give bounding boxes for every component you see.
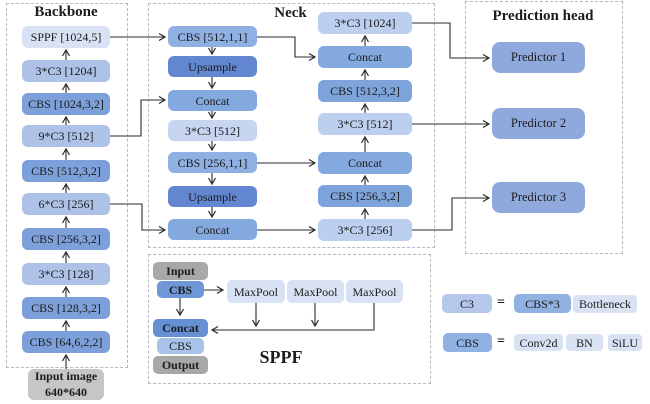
legend-equals-2: = [497, 334, 505, 349]
neck-left-concat-2: Concat [168, 219, 257, 240]
backbone-node-c3-256: 6*C3 [256] [22, 193, 110, 215]
neck-left-c3-512: 3*C3 [512] [168, 120, 257, 141]
neck-right-concat-2: Concat [318, 152, 412, 174]
legend-bn-box: BN [566, 334, 603, 351]
neck-right-cbs-512: CBS [512,3,2] [318, 80, 412, 102]
legend-conv2d-box: Conv2d [514, 334, 563, 351]
backbone-node-cbs-128: CBS [128,3,2] [22, 297, 110, 319]
sppf-input-node: Input [153, 262, 208, 280]
predictor-3: Predictor 3 [492, 182, 585, 213]
sppf-concat-node: Concat [153, 319, 208, 337]
backbone-node-cbs-1024: CBS [1024,3,2] [22, 93, 110, 115]
backbone-title: Backbone [34, 4, 98, 20]
neck-title: Neck [274, 5, 307, 21]
backbone-node-cbs-512: CBS [512,3,2] [22, 160, 110, 182]
backbone-section-frame [6, 3, 128, 368]
sppf-cbs-bottom-node: CBS [157, 338, 204, 354]
sppf-maxpool-1: MaxPool [227, 280, 285, 303]
backbone-node-c3-512: 9*C3 [512] [22, 125, 110, 147]
backbone-node-c3-1204: 3*C3 [1204] [22, 60, 110, 82]
neck-right-cbs-256: CBS [256,3,2] [318, 185, 412, 207]
backbone-node-cbs-64: CBS [64,6,2,2] [22, 331, 110, 353]
sppf-section-frame [148, 254, 431, 384]
legend-cbs-box: CBS [443, 333, 492, 352]
legend-c3-box: C3 [442, 294, 492, 313]
backbone-node-c3-128: 3*C3 [128] [22, 263, 110, 285]
neck-left-cbs-512-1-1: CBS [512,1,1] [168, 26, 257, 47]
legend-cbs3-box: CBS*3 [514, 294, 571, 313]
input-image-node: Input image 640*640 [28, 369, 104, 400]
neck-right-c3-1024: 3*C3 [1024] [318, 12, 412, 34]
backbone-node-cbs-256: CBS [256,3,2] [22, 228, 110, 250]
sppf-title: SPPF [259, 347, 303, 367]
prediction-head-section-frame [465, 1, 623, 254]
predictor-2: Predictor 2 [492, 108, 585, 139]
legend-equals-1: = [497, 295, 505, 310]
prediction-head-title: Prediction head [492, 8, 594, 24]
sppf-maxpool-3: MaxPool [346, 280, 403, 303]
input-image-line2: 640*640 [45, 384, 87, 399]
neck-left-upsample-2: Upsample [168, 186, 257, 207]
legend-bottleneck-box: Bottleneck [573, 295, 637, 313]
predictor-1: Predictor 1 [492, 42, 585, 73]
legend-silu-box: SiLU [608, 334, 642, 351]
sppf-output-node: Output [153, 356, 208, 374]
backbone-node-sppf: SPPF [1024,5] [22, 26, 110, 48]
neck-right-c3-512: 3*C3 [512] [318, 113, 412, 135]
neck-right-concat-1: Concat [318, 46, 412, 68]
sppf-maxpool-2: MaxPool [287, 280, 344, 303]
neck-left-upsample-1: Upsample [168, 56, 257, 77]
neck-right-c3-256: 3*C3 [256] [318, 219, 412, 241]
neck-left-cbs-256-1-1: CBS [256,1,1] [168, 152, 257, 173]
sppf-cbs-top-node: CBS [157, 281, 204, 298]
neck-left-concat-1: Concat [168, 90, 257, 111]
input-image-line1: Input image [34, 369, 98, 384]
